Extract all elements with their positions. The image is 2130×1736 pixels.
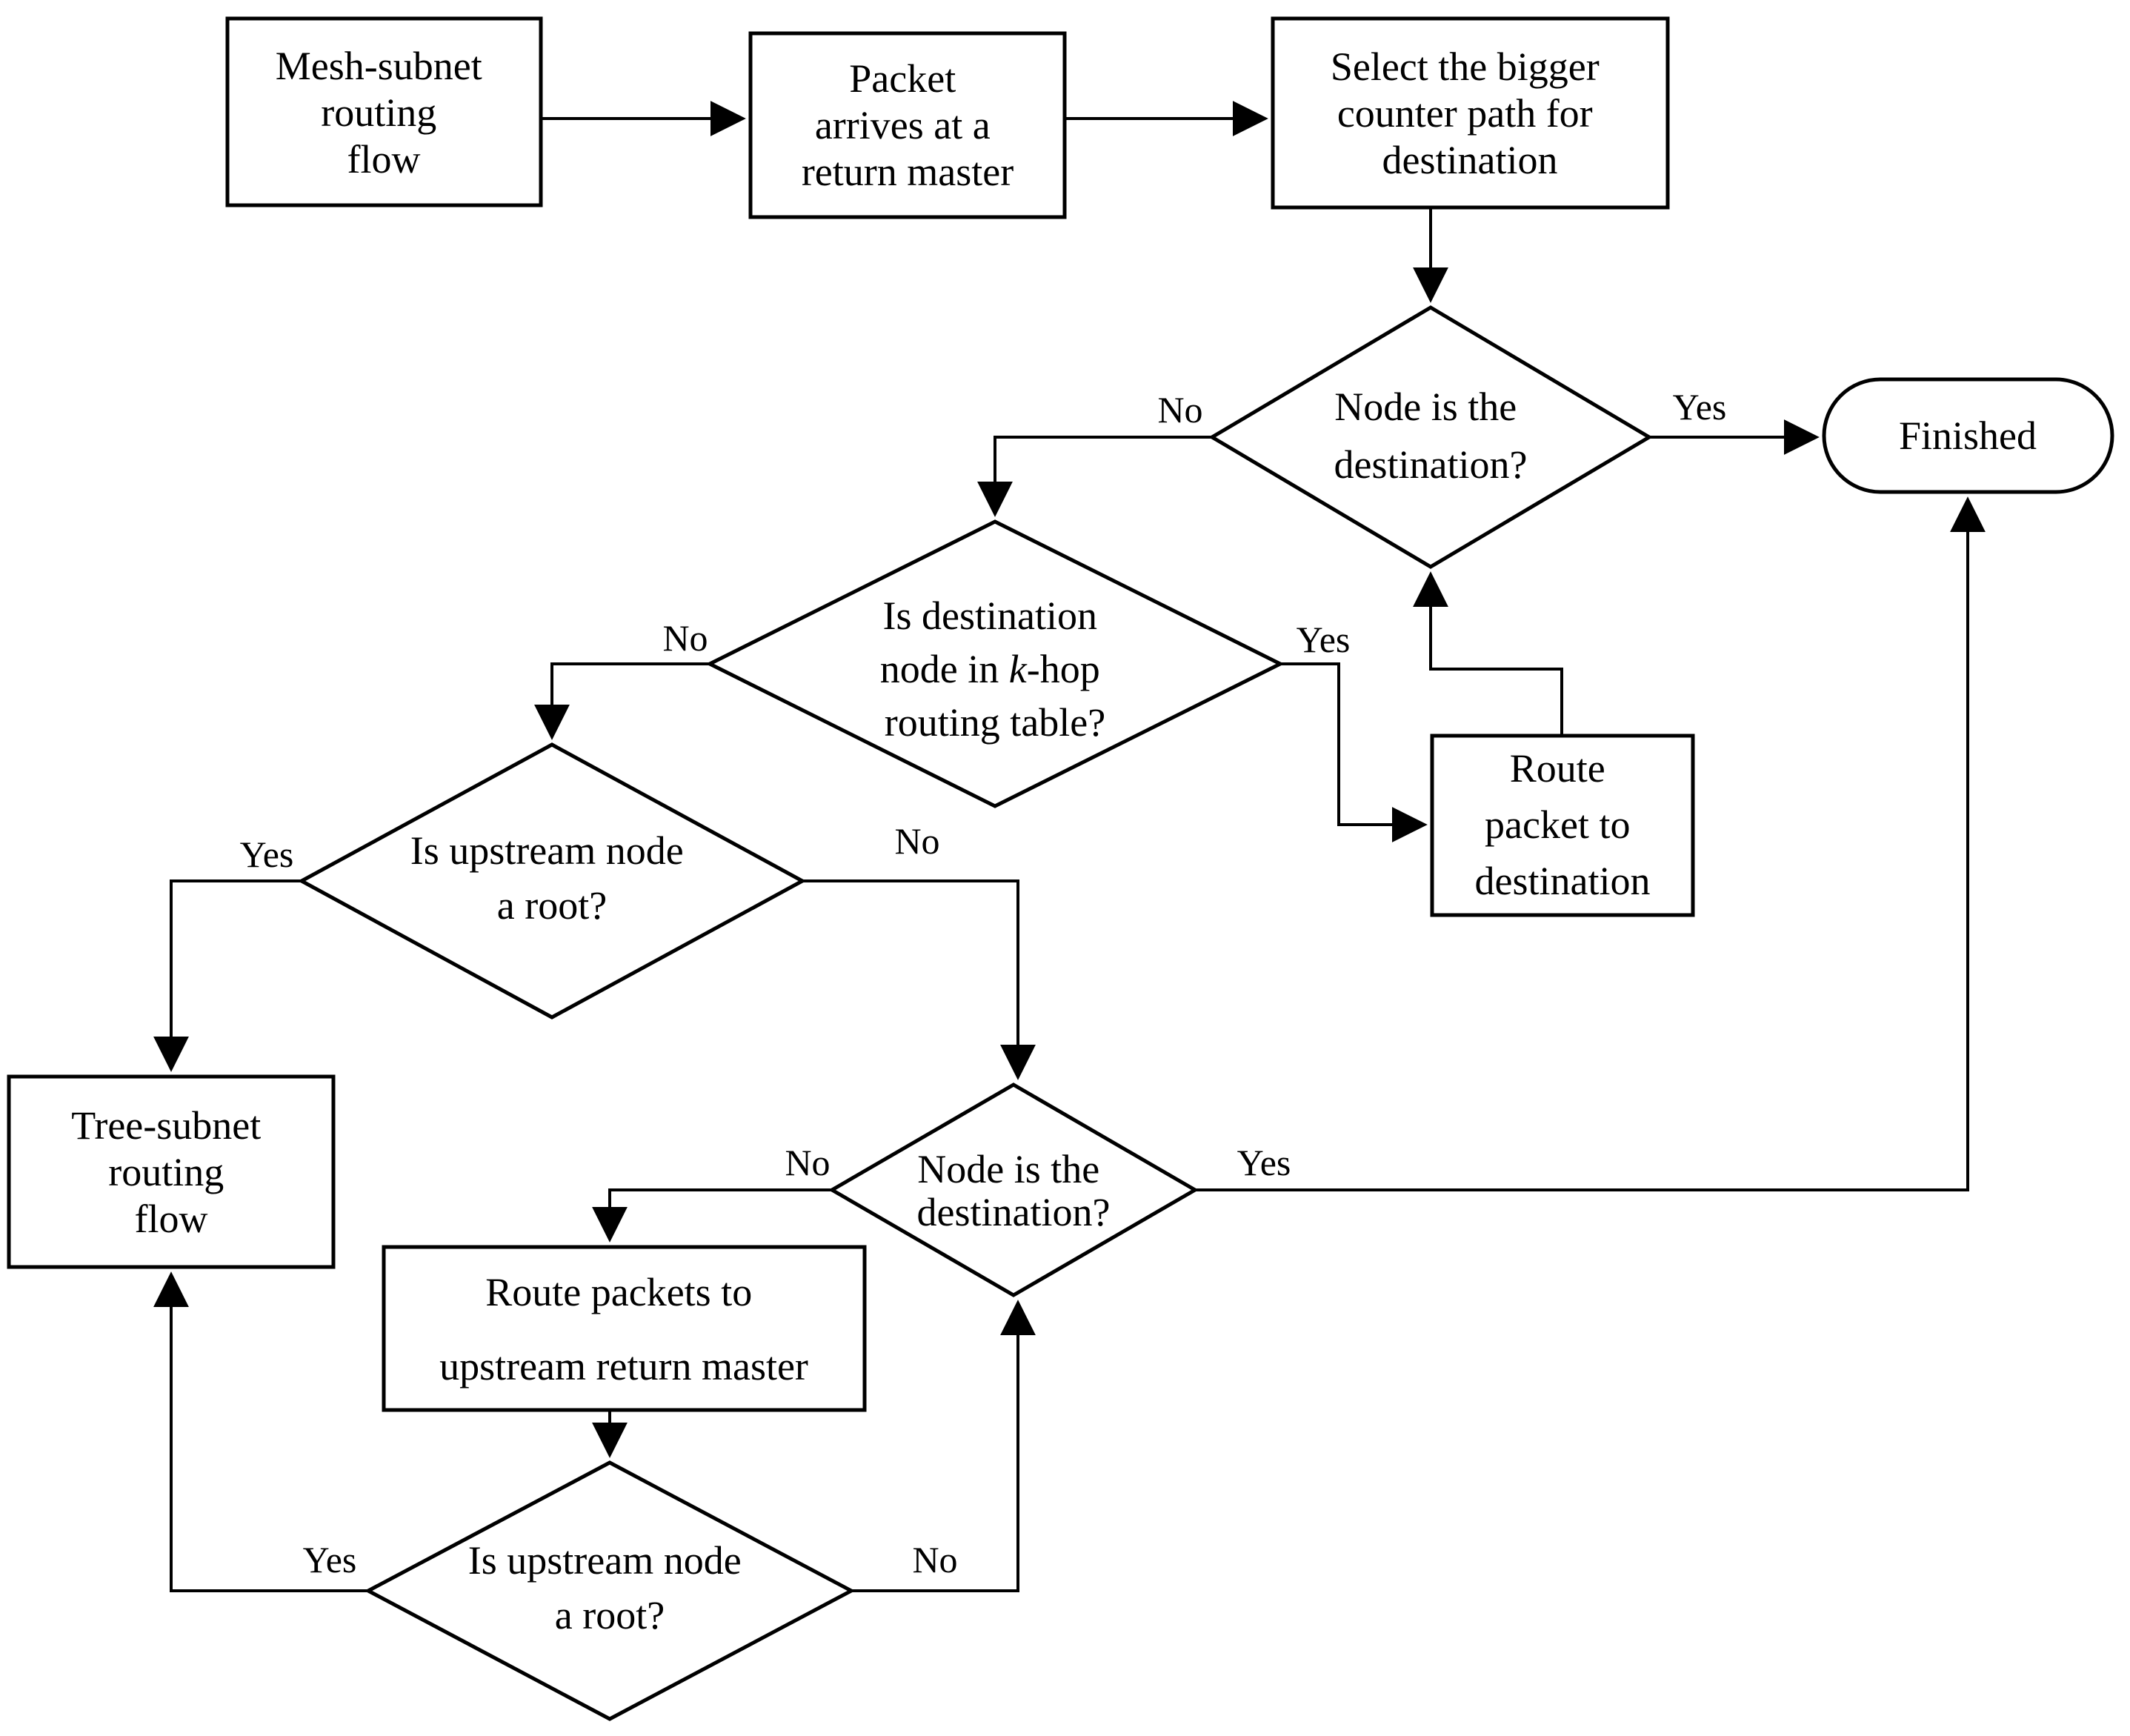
upstream2-label: Is upstream node a root? [468, 1538, 751, 1637]
khop-no-label: No [662, 617, 708, 659]
dest2-label: Node is the destination? [917, 1147, 1111, 1234]
edge-labels: Yes No Yes No Yes No Yes No Yes No [240, 386, 1727, 1580]
edge-khop-no-to-upstream1 [534, 662, 710, 740]
node-route-packets-upstream: Route packets to upstream return master [382, 1245, 867, 1412]
dest1-label: Node is the destination? [1334, 385, 1528, 487]
upstream1-yes-label: Yes [240, 834, 294, 875]
node-dest2-decision: Node is the destination? [828, 1082, 1199, 1297]
route-packets-upstream-box [382, 1245, 867, 1412]
upstream2-diamond [364, 1460, 856, 1721]
route-packet-destination-label: Route packet to destination [1475, 746, 1651, 903]
edge-route1-to-dest1 [1413, 571, 1563, 736]
mesh-subnet-start-box [225, 16, 543, 207]
edge-khop-yes-to-route1 [1280, 662, 1428, 842]
node-route-packet-destination: Route packet to destination [1430, 734, 1695, 917]
edge-upstream1-no-to-dest2 [802, 879, 1036, 1080]
select-bigger-counter-box [1271, 16, 1670, 210]
dest1-yes-label: Yes [1673, 386, 1727, 428]
node-upstream1-decision: Is upstream node a root? [297, 742, 807, 1020]
upstream1-label: Is upstream node a root? [410, 828, 693, 928]
edge-dest1-no-to-khop [977, 436, 1212, 517]
dest2-no-label: No [785, 1142, 830, 1183]
node-khop-decision: Is destination node in k-hop routing tab… [705, 519, 1285, 808]
node-finished-terminator: Finished [1822, 377, 2114, 494]
dest2-yes-label: Yes [1237, 1142, 1291, 1183]
dest1-no-label: No [1157, 389, 1202, 430]
packet-arrives-label: Packet arrives at a return master [802, 56, 1014, 194]
upstream1-diamond [297, 742, 807, 1020]
khop-label: Is destination node in k-hop routing tab… [880, 593, 1110, 745]
upstream1-no-label: No [894, 820, 939, 862]
edge-dest2-no-to-route2 [592, 1188, 832, 1243]
finished-pill [1822, 377, 2114, 494]
upstream2-yes-label: Yes [303, 1539, 357, 1580]
dest2-diamond [828, 1082, 1199, 1297]
node-mesh-subnet-start: Mesh-subnet routing flow [225, 16, 543, 207]
route-packets-upstream-label: Route packets to upstream return master [439, 1270, 808, 1389]
upstream2-no-label: No [912, 1539, 957, 1580]
node-packet-arrives: Packet arrives at a return master [748, 31, 1067, 219]
node-select-bigger-counter: Select the bigger counter path for desti… [1271, 16, 1670, 210]
select-bigger-counter-label: Select the bigger counter path for desti… [1331, 44, 1609, 182]
packet-arrives-box [748, 31, 1067, 219]
khop-diamond [705, 519, 1285, 808]
mesh-subnet-start-label: Mesh-subnet routing flow [276, 44, 492, 182]
connectors [153, 101, 1986, 1592]
node-upstream2-decision: Is upstream node a root? [364, 1460, 856, 1721]
edge-upstream2-yes-to-tree [153, 1271, 368, 1592]
edge-upstream2-no-to-dest2 [851, 1300, 1036, 1592]
finished-label: Finished [1899, 413, 2037, 458]
node-dest1-decision: Node is the destination? [1208, 305, 1653, 569]
dest1-diamond [1208, 305, 1653, 569]
khop-yes-label: Yes [1297, 619, 1351, 660]
tree-subnet-box [7, 1074, 336, 1269]
edge-dest2-yes-to-finished [1195, 496, 1986, 1191]
edge-upstream1-yes-to-tree [153, 879, 302, 1072]
tree-subnet-label: Tree-subnet routing flow [71, 1103, 270, 1241]
route-packet-destination-box [1430, 734, 1695, 917]
node-tree-subnet: Tree-subnet routing flow [7, 1074, 336, 1269]
